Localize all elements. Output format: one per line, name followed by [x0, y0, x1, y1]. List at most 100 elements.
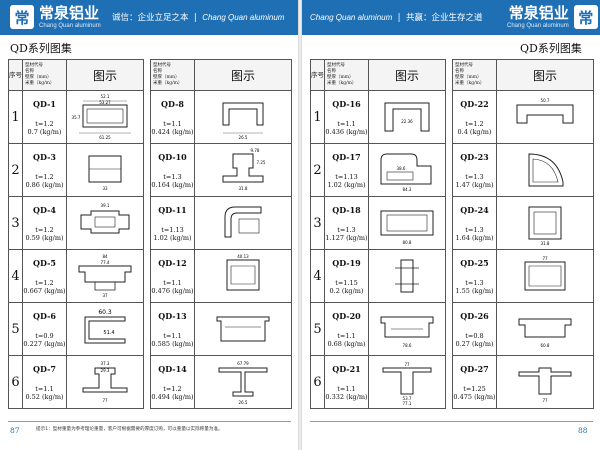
- left-banner: 常 常泉铝业 Chang Quan aluminum 诚信：企业立足之本 | C…: [0, 0, 298, 35]
- header-labels: 型材代号名称壁厚（mm）米重（kg/m）: [324, 59, 369, 91]
- svg-text:84: 84: [102, 254, 108, 259]
- svg-text:77: 77: [404, 362, 410, 367]
- row-number: 6: [8, 355, 23, 409]
- svg-text:60.3: 60.3: [98, 309, 112, 316]
- profile-code: QD-23: [460, 151, 489, 162]
- svg-text:77.4: 77.4: [101, 260, 110, 265]
- header-seq: 序号: [310, 59, 325, 91]
- profile-drawing: 33: [66, 143, 144, 197]
- profile-drawing: [368, 249, 446, 303]
- svg-text:77: 77: [542, 398, 548, 403]
- profile-drawing: 38.6 84.3: [368, 143, 446, 197]
- svg-text:61.25: 61.25: [99, 135, 111, 140]
- profile-code: QD-21: [332, 363, 361, 374]
- brand-name-en-right: Chang Quan aluminum: [507, 22, 569, 29]
- svg-text:31.8: 31.8: [239, 186, 248, 191]
- page-number-left: 87: [10, 426, 20, 435]
- brand-logo-icon-right: 常: [573, 5, 598, 29]
- brand-name-en: Chang Quan aluminum: [39, 22, 101, 29]
- profile-drawing: 40.13: [194, 249, 292, 303]
- profile-code: QD-7: [33, 363, 56, 374]
- profile-drawing: 60.3 51.4: [66, 302, 144, 356]
- brand-logo: 常 常泉铝业 Chang Quan aluminum: [10, 5, 101, 29]
- svg-text:67.79: 67.79: [237, 361, 249, 366]
- left-slogan: 诚信：企业立足之本 | Chang Quan aluminum: [112, 13, 285, 23]
- header-drawing: 图示: [194, 59, 292, 91]
- header-drawing: 图示: [368, 59, 446, 91]
- svg-text:38.6: 38.6: [397, 166, 406, 171]
- profile-drawing: 77: [496, 249, 594, 303]
- profile-code: QD-25: [460, 257, 489, 268]
- profile-code: QD-6: [33, 310, 56, 321]
- row-number: 6: [310, 355, 325, 409]
- row-number: 4: [310, 249, 325, 303]
- brand-name-cn-right: 常泉铝业: [508, 3, 569, 22]
- profile-drawing: [194, 196, 292, 250]
- svg-text:39.1: 39.1: [101, 203, 110, 208]
- profile-drawing: [496, 143, 594, 197]
- header-labels: 型材代号名称壁厚（mm）米重（kg/m）: [22, 59, 67, 91]
- svg-text:22.36: 22.36: [401, 119, 413, 124]
- profile-drawing: 78.6: [368, 302, 446, 356]
- page-number-right: 88: [578, 426, 588, 435]
- profile-drawing: 77: [496, 355, 594, 409]
- svg-text:51.4: 51.4: [103, 330, 114, 336]
- brand-name-cn: 常泉铝业: [39, 3, 100, 22]
- header-seq: 序号: [8, 59, 23, 91]
- profile-drawing: 84 77.4 37: [66, 249, 144, 303]
- profile-code: QD-13: [158, 310, 187, 321]
- profile-code: QD-18: [332, 204, 361, 215]
- profile-drawing: 22.36: [368, 90, 446, 144]
- row-number: 1: [8, 90, 23, 144]
- left-slogan-en: Chang Quan aluminum: [202, 13, 285, 22]
- svg-text:77: 77: [542, 256, 548, 261]
- footer-note: 提示1：型材重量为参考理论重量，客户可根据需要的厚度订购，可以重量以实际称量为准…: [36, 427, 223, 432]
- profile-code: QD-22: [460, 98, 489, 109]
- svg-text:84.3: 84.3: [403, 187, 412, 192]
- profile-code: QD-14: [158, 363, 187, 374]
- header-drawing: 图示: [496, 59, 594, 91]
- profile-drawing: 31.8: [496, 196, 594, 250]
- profile-code: QD-12: [158, 257, 187, 268]
- profile-code: QD-5: [33, 257, 56, 268]
- profile-drawing: [194, 302, 292, 356]
- svg-text:77: 77: [102, 398, 108, 403]
- svg-text:26.5: 26.5: [239, 400, 248, 405]
- header-drawing: 图示: [66, 59, 144, 91]
- profile-code: QD-19: [332, 257, 361, 268]
- profile-code: QD-10: [158, 151, 187, 162]
- section-title-right: QD系列图集: [520, 42, 582, 55]
- row-number: 5: [310, 302, 325, 356]
- left-slogan-cn: 诚信：企业立足之本: [112, 13, 189, 23]
- svg-text:80.8: 80.8: [403, 240, 412, 245]
- right-banner: Chang Quan aluminum | 共赢：企业生存之道 常泉铝业 Cha…: [302, 0, 600, 35]
- profile-code: QD-3: [33, 151, 56, 162]
- svg-text:77.1: 77.1: [403, 401, 412, 406]
- profile-table-left: 序号 型材代号名称壁厚（mm）米重（kg/m） 图示 型材代号名称壁厚（mm）米…: [8, 59, 292, 409]
- svg-text:26.5: 26.5: [239, 135, 248, 140]
- svg-text:53.27: 53.27: [99, 100, 111, 105]
- profile-code: QD-11: [158, 204, 187, 215]
- row-number: 2: [8, 143, 23, 197]
